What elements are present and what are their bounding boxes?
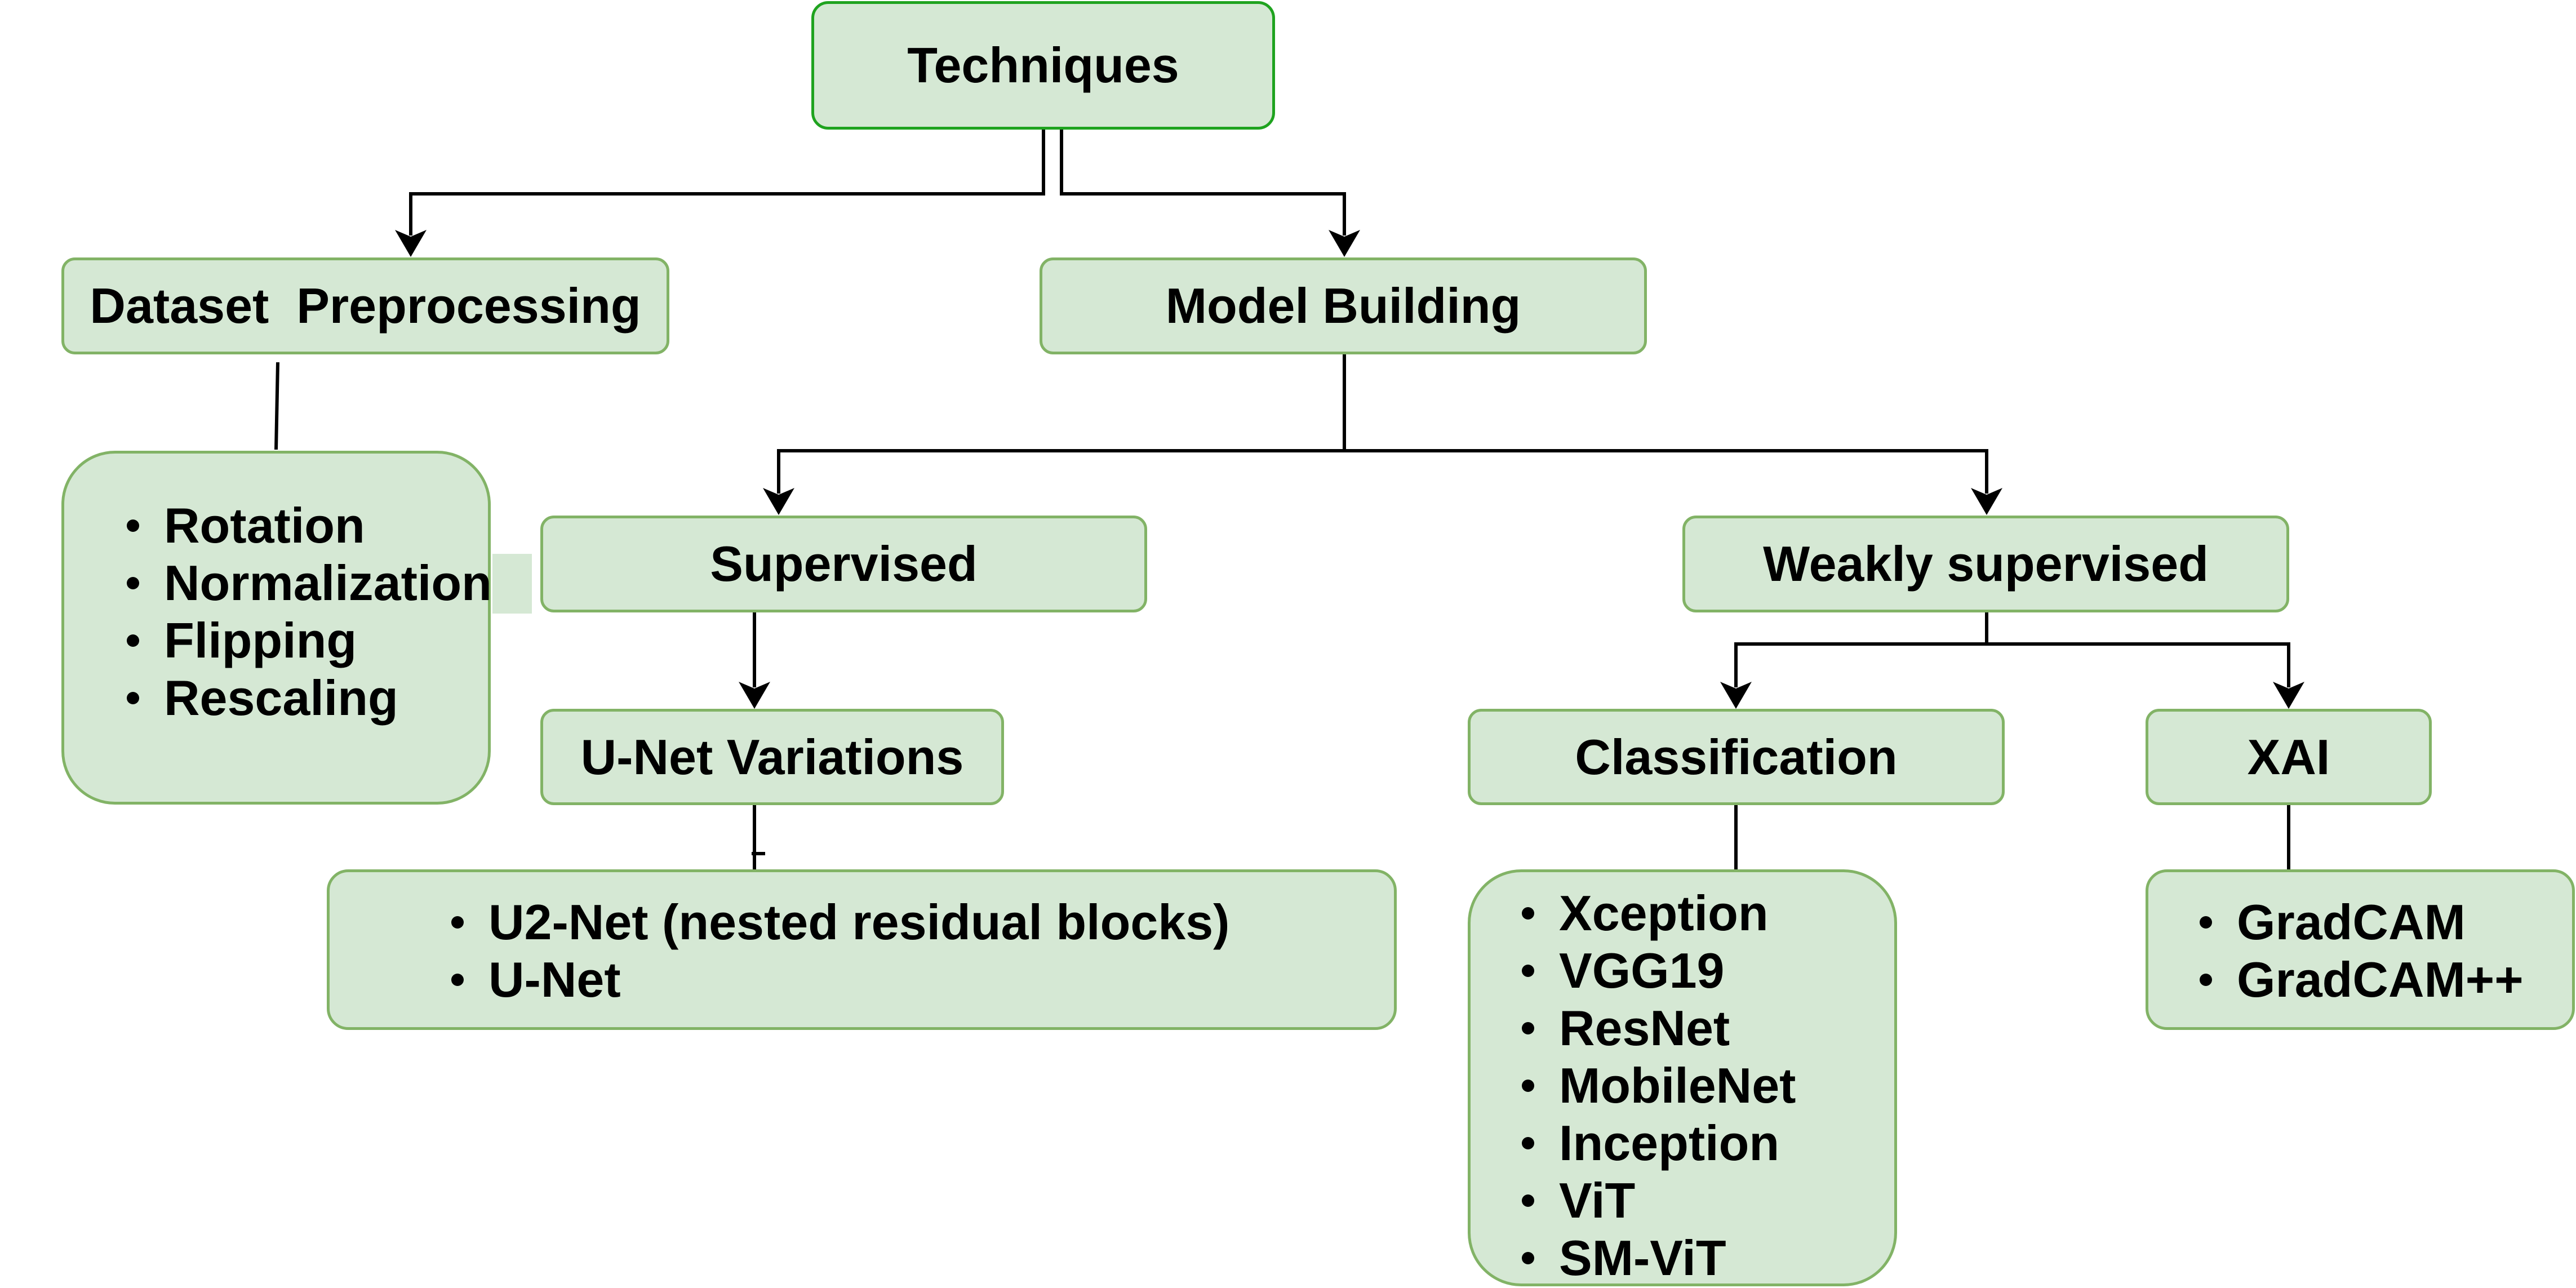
list-item: Rescaling	[127, 669, 492, 727]
edge-model-building-to-weakly-supervised	[1344, 449, 1988, 494]
list-preprocessing-overflow-highlight	[492, 554, 532, 614]
list-item: GradCAM	[2200, 894, 2524, 951]
list-item: GradCAM++	[2200, 952, 2524, 1007]
list-item: VGG19	[1521, 942, 1796, 1000]
list-item: Rotation	[127, 497, 492, 554]
node-model-building: Model Building	[1040, 257, 1647, 354]
arrowhead-supervised	[763, 488, 794, 515]
arrowhead-dataset-preprocessing	[395, 230, 427, 257]
list-classification: Xception VGG19 ResNet MobileNet Inceptio…	[1521, 885, 1796, 1287]
arrowhead-weakly-supervised	[1971, 488, 2002, 515]
list-item: ResNet	[1521, 1000, 1796, 1057]
list-xai-box: GradCAM GradCAM++	[2146, 869, 2575, 1030]
list-preprocessing-box: Rotation Normalization Flipping Rescalin…	[61, 451, 532, 805]
arrowhead-unet-variations	[739, 682, 770, 709]
list-item: SM-ViT	[1521, 1229, 1796, 1287]
node-model-building-label: Model Building	[1165, 278, 1521, 334]
node-supervised: Supervised	[540, 516, 1147, 612]
node-unet-variations-label: U-Net Variations	[580, 729, 964, 785]
edge-techniques-to-model-building	[1060, 130, 1346, 236]
list-item: Xception	[1521, 885, 1796, 942]
arrowhead-xai	[2273, 682, 2304, 709]
node-xai: XAI	[2146, 709, 2432, 805]
list-item: U2-Net (nested residual blocks)	[451, 894, 1230, 950]
list-item: Inception	[1521, 1114, 1796, 1172]
node-xai-label: XAI	[2247, 729, 2330, 785]
node-dataset-preprocessing: Dataset Preprocessing	[61, 257, 669, 354]
node-dataset-preprocessing-label: Dataset Preprocessing	[90, 278, 641, 334]
list-item: MobileNet	[1521, 1058, 1796, 1113]
node-weakly-supervised-label: Weakly supervised	[1763, 536, 2209, 592]
list-unet-box: U2-Net (nested residual blocks) U-Net	[327, 869, 1397, 1030]
list-classification-box: Xception VGG19 ResNet MobileNet Inceptio…	[1468, 869, 1897, 1286]
node-unet-variations: U-Net Variations	[540, 709, 1004, 805]
node-classification-label: Classification	[1575, 729, 1898, 785]
list-xai: GradCAM GradCAM++	[2200, 894, 2524, 1009]
node-weakly-supervised: Weakly supervised	[1682, 516, 2289, 612]
arrowhead-classification	[1720, 682, 1752, 709]
edge-preprocessing-to-list	[274, 362, 279, 450]
edge-weakly-supervised-to-xai	[1987, 642, 2290, 687]
list-item: Normalization	[127, 555, 492, 611]
node-classification: Classification	[1468, 709, 2005, 805]
arrowhead-model-building	[1329, 230, 1360, 257]
list-unet: U2-Net (nested residual blocks) U-Net	[451, 894, 1230, 1009]
list-item: Flipping	[127, 612, 492, 669]
edge-weakly-supervised-to-classification	[1734, 612, 1988, 687]
list-item: U-Net	[451, 951, 1229, 1009]
node-supervised-label: Supervised	[710, 536, 978, 592]
node-techniques-label: Techniques	[907, 37, 1179, 93]
edge-techniques-to-dataset-preprocessing	[409, 130, 1045, 236]
node-techniques: Techniques	[811, 1, 1275, 130]
list-item: ViT	[1521, 1172, 1796, 1229]
list-preprocessing: Rotation Normalization Flipping Rescalin…	[127, 497, 492, 727]
edge-model-building-to-supervised	[777, 354, 1346, 494]
